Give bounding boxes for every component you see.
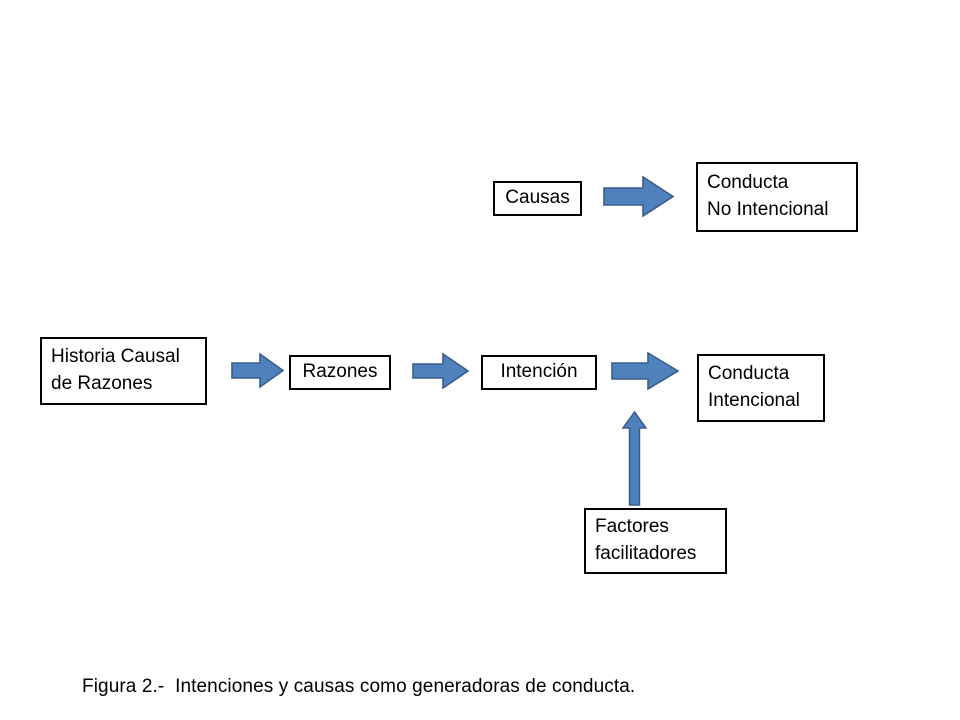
node-causas[interactable]: Causas [493, 181, 582, 216]
arrow-intencion-to-conducta-intencional[interactable] [611, 351, 680, 391]
node-historia-causal-de-razones[interactable]: Historia Causal de Razones [40, 337, 207, 405]
arrow-factores-to-intencion-flow[interactable] [621, 410, 648, 506]
node-factores-line-1: Factores [595, 516, 669, 538]
node-conducta-no-intencional-line-2: No Intencional [707, 199, 829, 220]
arrow-causas-to-conducta-no-intencional[interactable] [603, 175, 675, 218]
figure-caption: Figura 2.- Intenciones y causas como gen… [82, 676, 636, 697]
arrow-historia-to-razones[interactable] [231, 352, 285, 389]
node-historia-line-2: de Razones [51, 373, 153, 394]
node-intencion[interactable]: Intención [481, 355, 597, 390]
node-razones-line-1: Razones [302, 361, 378, 383]
arrow-razones-to-intencion[interactable] [412, 352, 470, 390]
node-razones[interactable]: Razones [289, 355, 391, 390]
node-conducta-intencional[interactable]: Conducta Intencional [697, 354, 825, 422]
node-historia-line-1: Historia Causal [51, 346, 180, 368]
node-intencion-line-1: Intención [500, 361, 578, 383]
node-factores-facilitadores[interactable]: Factores facilitadores [584, 508, 727, 574]
node-factores-line-2: facilitadores [595, 543, 697, 564]
node-causas-line-1: Causas [505, 187, 570, 209]
node-conducta-intencional-line-2: Intencional [708, 390, 800, 411]
node-conducta-intencional-line-1: Conducta [708, 363, 790, 385]
node-conducta-no-intencional[interactable]: Conducta No Intencional [696, 162, 858, 232]
node-conducta-no-intencional-line-1: Conducta [707, 172, 789, 194]
